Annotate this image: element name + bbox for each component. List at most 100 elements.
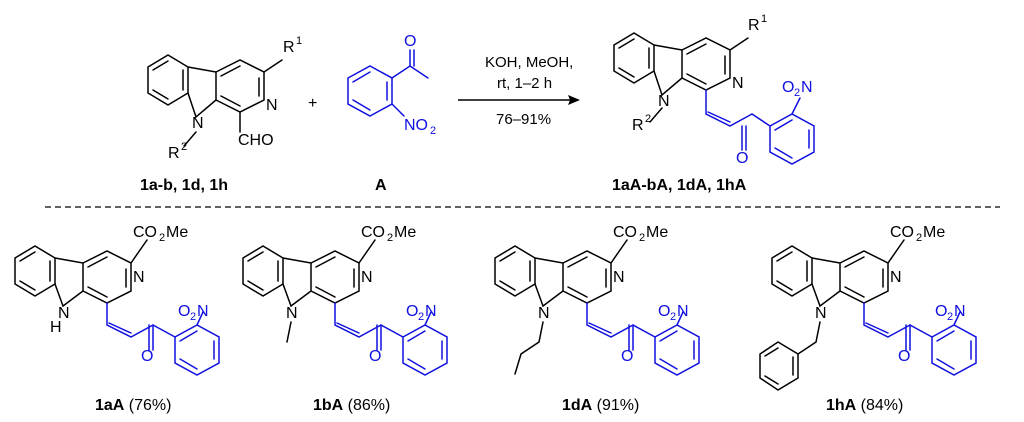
nitro-sub: 2 <box>418 311 424 323</box>
enone-chain <box>106 302 154 338</box>
r2-sup: 2 <box>181 141 187 153</box>
ester-bond <box>610 239 628 264</box>
enone-chain <box>334 302 382 338</box>
pyridine-double-bonds <box>87 256 127 298</box>
ester-me: Me <box>166 224 188 241</box>
ester-bond <box>887 239 905 264</box>
r1-sup: 1 <box>296 35 302 47</box>
pyridine-n: N <box>133 269 145 286</box>
condition-line-1: KOH, MeOH, <box>485 54 573 71</box>
nitro-n: N <box>425 303 437 320</box>
ketone-bond <box>909 324 933 338</box>
ester-me: Me <box>646 224 668 241</box>
nitro-n: N <box>197 303 209 320</box>
enone-chain <box>863 302 911 338</box>
aryl-double-bonds <box>179 330 215 370</box>
benzene-ring <box>242 245 284 297</box>
carbonyl-o: O <box>898 348 910 365</box>
ester-bond <box>130 239 148 264</box>
carbonyl-o: O <box>369 348 381 365</box>
product-1aA-caption: 1aA (76%) <box>95 397 171 414</box>
pyrrole-ring <box>534 257 564 308</box>
ester-sub: 2 <box>916 232 922 244</box>
ketone-bond <box>152 324 176 338</box>
reagent-nitroacetophenone <box>347 49 429 117</box>
carbonyl-o: O <box>621 348 633 365</box>
ketone-bond <box>632 324 656 338</box>
n-methyl <box>286 321 292 343</box>
nitro-n: N <box>954 303 966 320</box>
ketone-bond <box>380 324 404 338</box>
reagent-o-atom: O <box>404 33 416 50</box>
nitro-sub: 2 <box>670 311 676 323</box>
product-r1-sup: 1 <box>761 13 767 25</box>
svg-text:1aA (76%): 1aA (76%) <box>95 397 171 414</box>
r1-text: R <box>283 39 295 56</box>
indole-n: N <box>58 305 70 322</box>
nitro-sub: 2 <box>947 311 953 323</box>
pyrrole-ring <box>282 257 312 308</box>
nitro-n: N <box>677 303 689 320</box>
product-1hA-id: 1hA <box>826 397 857 414</box>
product-general <box>613 32 749 123</box>
indole-n: N <box>815 305 827 322</box>
ester-co: CO <box>361 224 385 241</box>
product-r2-text: R <box>632 117 644 134</box>
nitro-bond <box>424 311 432 326</box>
pyridine-n: N <box>890 269 902 286</box>
pyridine-double-bonds <box>844 256 884 298</box>
nitro-bond <box>196 311 204 326</box>
carbonyl-double-bond <box>905 324 911 351</box>
benzyl-ring <box>759 341 799 391</box>
product-1bA-caption: 1bA (86%) <box>313 397 390 414</box>
benzene-double-bonds <box>19 251 51 291</box>
r2-text: R <box>168 145 180 162</box>
pyridine-ring <box>310 250 360 304</box>
reactant-carboline <box>147 54 283 133</box>
product-r1-text: R <box>748 17 760 34</box>
aryl-double-bonds <box>936 330 972 370</box>
product-1bA-yield: (86%) <box>343 397 390 414</box>
carbonyl-double-bond <box>628 324 634 351</box>
condition-line-2: rt, 1–2 h <box>497 75 552 92</box>
ester-sub: 2 <box>387 232 393 244</box>
plus-sign: + <box>308 95 317 112</box>
ester-me: Me <box>394 224 416 241</box>
product-r2-sup: 2 <box>645 113 651 125</box>
benzene-double-bonds <box>499 251 531 291</box>
product-1aA-yield: (76%) <box>124 397 171 414</box>
ester-co: CO <box>613 224 637 241</box>
product-n-atom: N <box>732 75 744 92</box>
ester-bond <box>358 239 376 264</box>
product-1hA-caption: 1hA (84%) <box>826 397 903 414</box>
carbonyl-double-bond <box>376 324 382 351</box>
product-1bA-id: 1bA <box>313 397 344 414</box>
product-o-atom: O <box>736 150 748 167</box>
svg-text:1dA (91%): 1dA (91%) <box>562 397 639 414</box>
n-benzyl-ch2 <box>797 321 821 355</box>
benzene-ring <box>771 245 813 297</box>
nitro-sub: 2 <box>190 311 196 323</box>
aryl-ring <box>174 324 220 376</box>
carbonyl-o: O <box>141 348 153 365</box>
reagent-label: A <box>375 177 387 194</box>
benzene-ring <box>14 245 56 297</box>
ester-me: Me <box>923 224 945 241</box>
benzyl-double-bonds <box>764 347 794 385</box>
pyridine-n: N <box>613 269 625 286</box>
nitro-o: O <box>935 303 947 320</box>
ester-sub: 2 <box>639 232 645 244</box>
aryl-ring <box>654 324 700 376</box>
pyridine-n: N <box>361 269 373 286</box>
cho-text: CHO <box>238 132 274 149</box>
product-no2-sub: 2 <box>794 87 800 99</box>
nitro-o: O <box>406 303 418 320</box>
reactant-label: 1a-b, 1d, 1h <box>140 177 228 194</box>
ester-sub: 2 <box>159 232 165 244</box>
n9-atom: N <box>192 115 204 132</box>
pyridine-ring <box>839 250 889 304</box>
pyridine-double-bonds <box>567 256 607 298</box>
